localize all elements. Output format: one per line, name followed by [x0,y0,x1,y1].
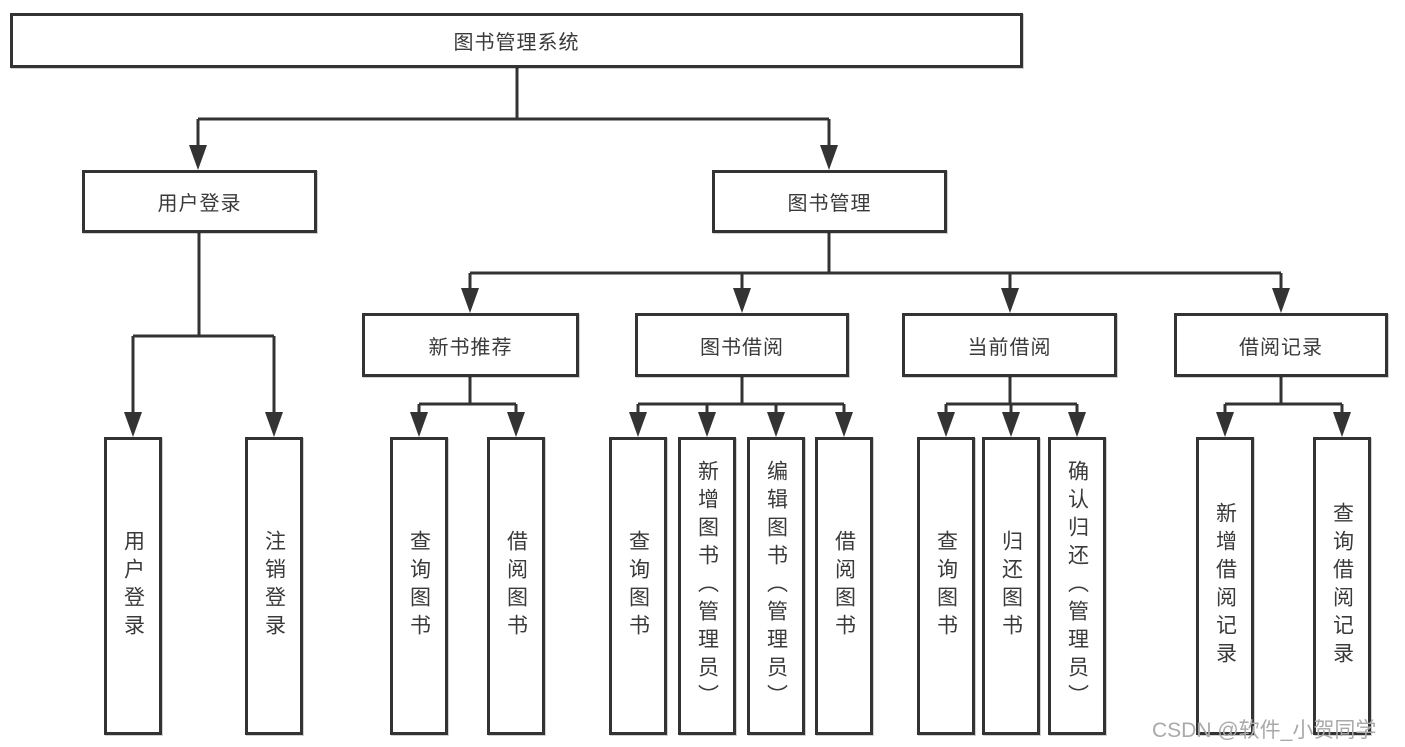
csdn-watermark: CSDN @软件_小贺同学 [1152,719,1377,742]
leaf-query-borrow-record: 查询借阅记录 [1313,437,1371,735]
node-label: 用户登录 [121,530,145,642]
node-label: 借阅记录 [1239,336,1323,359]
node-label: 图书管理系统 [453,32,580,54]
node-borrow-records: 借阅记录 [1174,313,1388,377]
leaf-edit-books-admin: 编辑图书（管理员） [747,437,805,735]
node-new-book-recommend: 新书推荐 [362,313,579,377]
leaf-logout: 注销登录 [245,437,303,735]
node-label: 新书推荐 [428,336,513,359]
leaf-query-books: 查询图书 [917,437,975,735]
node-book-borrowing: 图书借阅 [635,313,849,377]
leaf-borrow-books: 借阅图书 [487,437,545,735]
leaf-borrow-books: 借阅图书 [815,437,873,735]
node-label: 新增借阅记录 [1213,502,1237,670]
node-label: 图书借阅 [700,336,784,359]
node-label: 当前借阅 [967,336,1052,359]
leaf-add-books-admin: 新增图书（管理员） [678,437,736,735]
leaf-user-login: 用户登录 [104,437,162,735]
node-label: 新增图书（管理员） [695,460,719,712]
leaf-confirm-return-admin: 确认归还（管理员） [1048,437,1106,735]
leaf-add-borrow-record: 新增借阅记录 [1196,437,1254,735]
node-label: 查询图书 [934,530,958,642]
node-label: 借阅图书 [832,530,856,642]
leaf-query-books: 查询图书 [609,437,667,735]
node-label: 确认归还（管理员） [1065,460,1089,712]
node-label: 借阅图书 [504,530,528,642]
node-current-borrowing: 当前借阅 [902,313,1117,377]
node-label: 归还图书 [999,530,1023,642]
node-user-login: 用户登录 [82,170,317,233]
node-label: 查询图书 [626,530,650,642]
arrowheads [124,145,1351,437]
leaf-query-books: 查询图书 [390,437,448,735]
node-root-system: 图书管理系统 [10,13,1023,68]
leaf-return-books: 归还图书 [982,437,1040,735]
node-label: 用户登录 [157,193,242,215]
node-label: 注销登录 [262,530,286,642]
node-book-management: 图书管理 [712,170,947,233]
node-label: 图书管理 [787,193,872,215]
node-label: 编辑图书（管理员） [764,460,788,712]
node-label: 查询借阅记录 [1330,502,1354,670]
node-label: 查询图书 [407,530,431,642]
